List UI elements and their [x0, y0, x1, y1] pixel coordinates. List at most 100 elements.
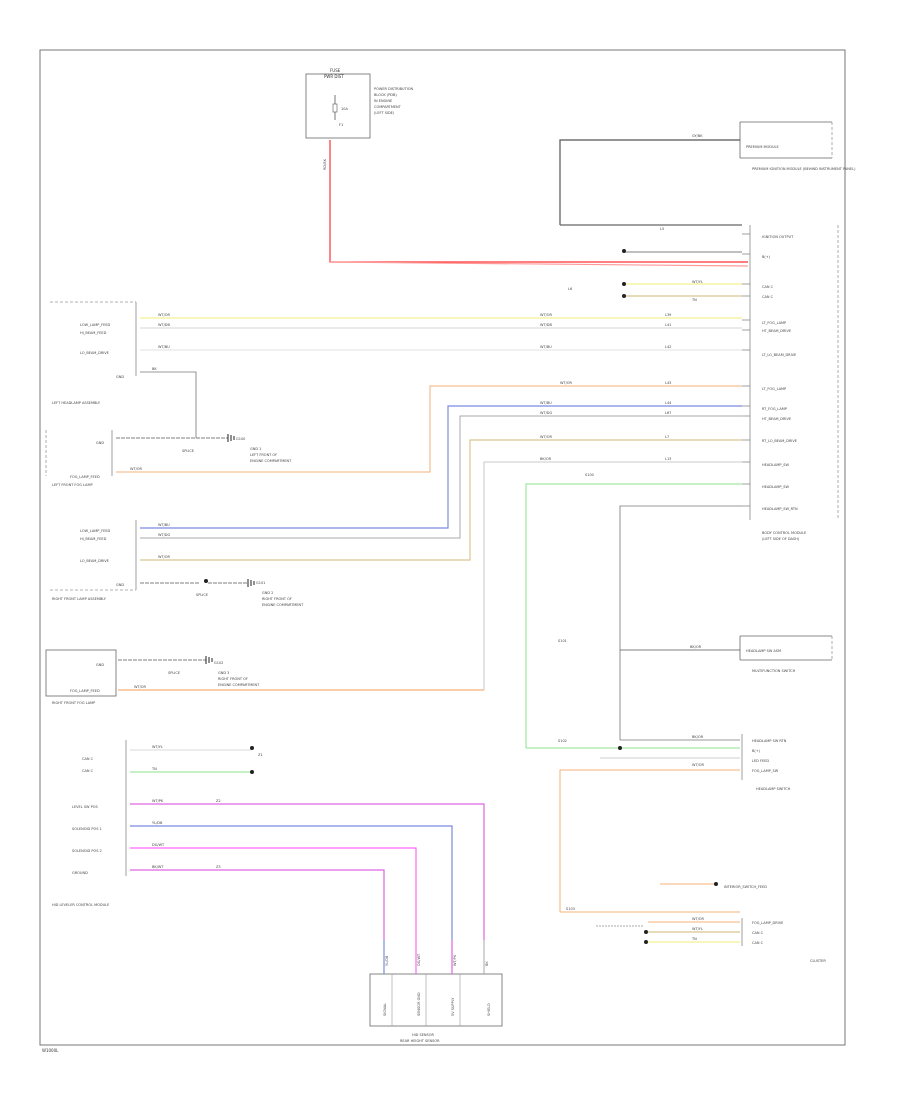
bcm-pin-8: LT_FOG_LAMP: [762, 387, 786, 391]
left-fog-wire-label-right: WT/OR: [540, 313, 553, 317]
fuse-box[interactable]: FUSE PWR DIST 10A F1 POWER DISTRIBUTION …: [305, 68, 414, 139]
wire-left-lo-label: WT/BU: [158, 345, 170, 349]
hid-can-node-1: [250, 746, 254, 750]
wire-right-hi-beam[interactable]: [140, 405, 742, 529]
wire-left-gnd[interactable]: [140, 371, 197, 438]
wire-left-fog-drive[interactable]: [116, 385, 742, 473]
wire-hid-4[interactable]: [130, 869, 385, 940]
bcm-pin-11: RT_LO_BEAM_DRIVE: [762, 439, 797, 443]
wire-premium-label: GY/BK: [692, 134, 703, 138]
left-fog-ground-id: G100: [236, 437, 245, 441]
wire-hid-2-label: YL/DB: [152, 821, 163, 825]
sensor-label: HID SENSOR: [412, 1033, 434, 1037]
wire-headlamp-sw[interactable]: [525, 483, 742, 748]
hid-level-sensor[interactable]: SIGNAL SENSOR GND 5V SUPPLY SHIELD HID S…: [369, 973, 503, 1043]
circuit-code-l44: L44: [665, 401, 672, 405]
bcm-pin-2: B(+): [762, 255, 771, 259]
wire-premium[interactable]: [559, 139, 740, 225]
sensor-wire-2-label: DG/WT: [417, 953, 421, 966]
left-fog-pin-2: FOG_LAMP_FEED: [70, 475, 100, 479]
cluster-can-node-2: [644, 940, 648, 944]
wire-sw-rtn-label: BK/OR: [540, 457, 552, 461]
wire-right-lo-beam[interactable]: [140, 415, 742, 539]
left-fog-label: LEFT FRONT FOG LAMP: [52, 483, 93, 487]
headlamp-switch-pin-4: FOG_LAMP_SW: [752, 769, 779, 773]
hid-pin-5: SOLENOID POS 2: [72, 849, 102, 853]
circuit-code-l42: L42: [665, 345, 671, 349]
bcm-caption: (LEFT SIDE OF DASH): [762, 537, 800, 541]
right-headlamp-label: RIGHT FRONT LAMP ASSEMBLY: [52, 597, 107, 601]
left-fog-ground-1: GND 1: [250, 447, 261, 451]
left-headlamp-pin-4: GND: [116, 375, 124, 379]
right-fog-pin-1: GND: [96, 663, 104, 667]
wire-headlamp-sw-rtn[interactable]: [619, 505, 742, 740]
wire-left-fog-label: WT/OR: [158, 313, 171, 317]
cluster-pin-1: FOG_LAMP_DRIVE: [752, 921, 783, 925]
instrument-cluster[interactable]: FOG_LAMP_DRIVE CAN C CAN C CLUSTER INTER…: [724, 885, 826, 963]
hid-label: HID LEVELER CONTROL MODULE: [52, 903, 109, 907]
bcm-pin-5: LT_FOG_LAMP: [762, 321, 786, 325]
right-front-lamp-assembly[interactable]: LOW_LAMP_FEED HI_BEAM_FEED LO_BEAM_DRIVE…: [50, 520, 137, 601]
right-headlamp-pin-2: HI_BEAM_FEED: [80, 537, 107, 541]
circuit-code-z1: Z1: [258, 753, 263, 757]
splice-node: [622, 249, 626, 253]
circuit-code-l6: L6: [568, 287, 572, 291]
sensor-wire-1-label: YL/DB: [385, 955, 389, 966]
multifunction-caption: MULTIFUNCTION SWITCH: [752, 669, 796, 673]
right-fog-ground-id: G102: [214, 661, 223, 665]
wire-sw-rtn[interactable]: [483, 461, 742, 690]
bcm-pin-3: CAN C: [762, 285, 774, 289]
multifunction-label: HEADLAMP SW ASM: [746, 649, 781, 653]
splice-s103: S103: [566, 907, 575, 911]
hs-splice-node: [618, 746, 622, 750]
cluster-can-h-label: WT/YL: [692, 927, 703, 931]
wire-hid-3-label: DG/WT: [152, 843, 165, 847]
premium-module[interactable]: PREMIUM MODULE PREMIUM IGNITION MODULE (…: [739, 121, 856, 171]
sensor-pin-4: SHIELD: [487, 1003, 491, 1016]
wire-hs-4[interactable]: [559, 769, 740, 912]
multifunction-switch[interactable]: HEADLAMP SW ASM MULTIFUNCTION SWITCH: [739, 635, 833, 673]
fuse-side-5: (LEFT SIDE): [374, 111, 395, 115]
wire-hid-1[interactable]: [130, 803, 485, 940]
fuse-box-title: FUSE: [330, 68, 341, 73]
wire-hid-2[interactable]: [130, 825, 453, 940]
bcm-label: BODY CONTROL MODULE: [762, 531, 806, 535]
wire-hs-1-label: BK/OR: [692, 735, 704, 739]
cluster-pin-3: CAN C: [752, 941, 764, 945]
sensor-pin-2: SENSOR GND: [417, 992, 421, 1016]
bcm-pin-4: CAN C: [762, 295, 774, 299]
hid-pin-1: CAN C: [82, 757, 94, 761]
fuse-box-subtitle: PWR DIST: [324, 74, 344, 79]
right-fog-wire-label-left: WT/OR: [158, 555, 171, 559]
bcm-pin-14: HEADLAMP_SW_RTN: [762, 507, 798, 511]
footer-code: W1000L: [42, 1048, 59, 1053]
headlamp-switch-pin-1: HEADLAMP SW RTN: [752, 739, 787, 743]
left-front-fog-lamp[interactable]: GND FOG_LAMP_FEED LEFT FRONT FOG LAMP: [45, 430, 113, 487]
right-front-fog-lamp[interactable]: GND FOG_LAMP_FEED RIGHT FRONT FOG LAMP: [45, 649, 117, 705]
left-fog-splice: SPLICE: [182, 449, 194, 453]
right-lo-wire-label-left: WT/DG: [158, 533, 170, 537]
right-headlamp-ground-2: RIGHT FRONT OF: [262, 597, 292, 601]
wire-right-fog-drive[interactable]: [140, 439, 742, 561]
sensor-pin-1: SIGNAL: [383, 1003, 387, 1016]
right-headlamp-ground-3: ENGINE COMPARTMENT: [262, 603, 304, 607]
left-headlamp-assembly[interactable]: LOW_LAMP_FEED HI_BEAM_FEED LO_BEAM_DRIVE…: [50, 301, 137, 405]
wire-hid-3[interactable]: [130, 847, 417, 940]
headlamp-switch-pin-2: B(+): [752, 749, 761, 753]
wire-can-l-label: TN: [691, 298, 697, 302]
left-fog-drive-label: WT/OR: [130, 467, 143, 471]
fuse-icon: [332, 103, 338, 113]
body-control-module[interactable]: IGNITION OUTPUT B(+) CAN C CAN C LT_FOG_…: [749, 225, 839, 541]
hid-can-node-2: [250, 770, 254, 774]
left-fog-ground-3: ENGINE COMPARTMENT: [250, 459, 292, 463]
right-headlamp-pin-1: LOW_LAMP_FEED: [80, 529, 111, 533]
wire-ignition[interactable]: [329, 140, 748, 263]
ground-icon: [205, 656, 213, 664]
fuse-side-1: POWER DISTRIBUTION: [374, 87, 414, 91]
circuit-code-l41: L41: [665, 323, 671, 327]
hid-leveler-module[interactable]: CAN C CAN C LEVEL SW POS SOLENOID POS 1 …: [52, 740, 127, 907]
can-node-2: [622, 294, 626, 298]
right-fog-ground-1: GND 3: [218, 671, 229, 675]
headlamp-switch[interactable]: HEADLAMP SW RTN B(+) LED FEED FOG_LAMP_S…: [741, 734, 791, 791]
right-fog-label: RIGHT FRONT FOG LAMP: [52, 701, 95, 705]
